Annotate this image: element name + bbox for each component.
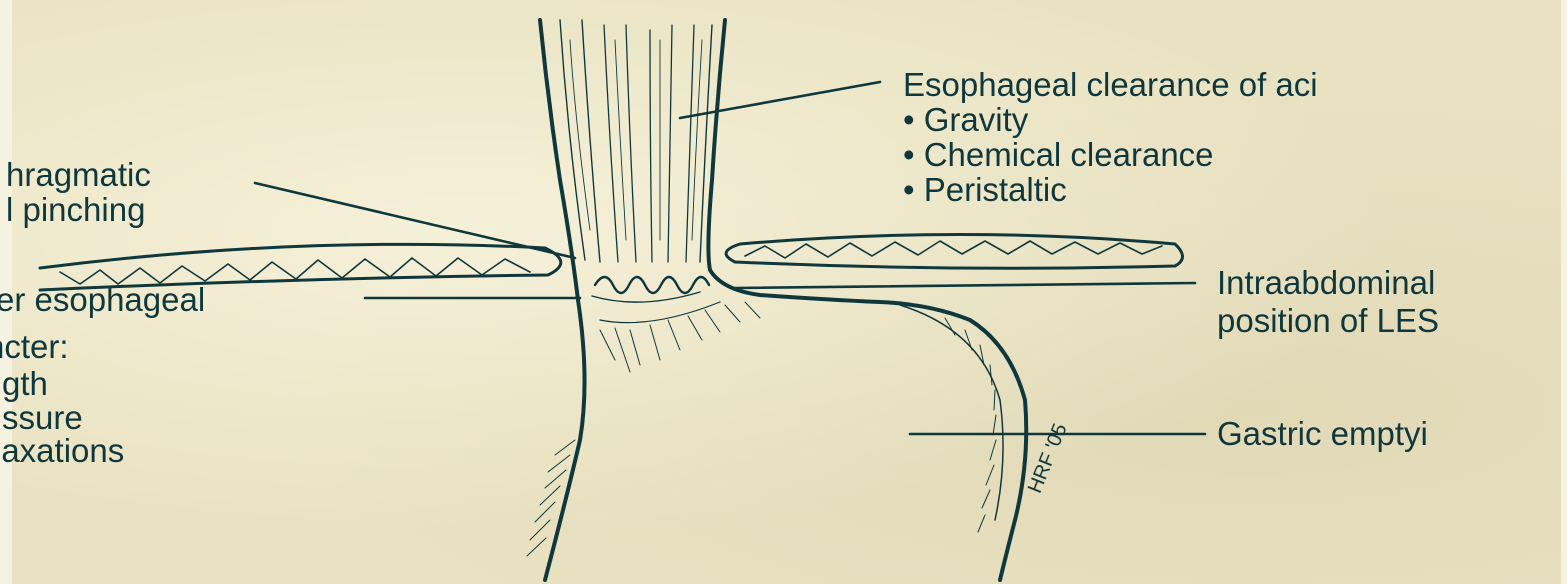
clearance-item-gravity: • Gravity	[903, 103, 1028, 136]
les-label-line5: laxations	[0, 434, 124, 467]
gastric-label: Gastric emptyi	[1217, 417, 1428, 450]
leader-clearance	[680, 82, 880, 118]
les-label-line3: gth	[2, 367, 48, 400]
intraabdominal-label-line2: position of LES	[1217, 304, 1439, 337]
crural-label-line1: hragmatic	[6, 158, 151, 191]
crural-label-line2: l pinching	[6, 193, 145, 226]
clearance-item-chemical: • Chemical clearance	[903, 138, 1214, 171]
diaphragm-right	[726, 235, 1182, 269]
leader-intraabdominal	[735, 283, 1195, 288]
clearance-title: Esophageal clearance of aci	[903, 68, 1318, 101]
les-label-line2: ncter:	[0, 330, 69, 363]
intraabdominal-label-line1: Intraabdominal	[1217, 266, 1435, 299]
les-label-line4: ssure	[2, 401, 83, 434]
les-label-line1: er esophageal	[0, 283, 205, 316]
clearance-item-peristaltic: • Peristaltic	[903, 173, 1067, 206]
